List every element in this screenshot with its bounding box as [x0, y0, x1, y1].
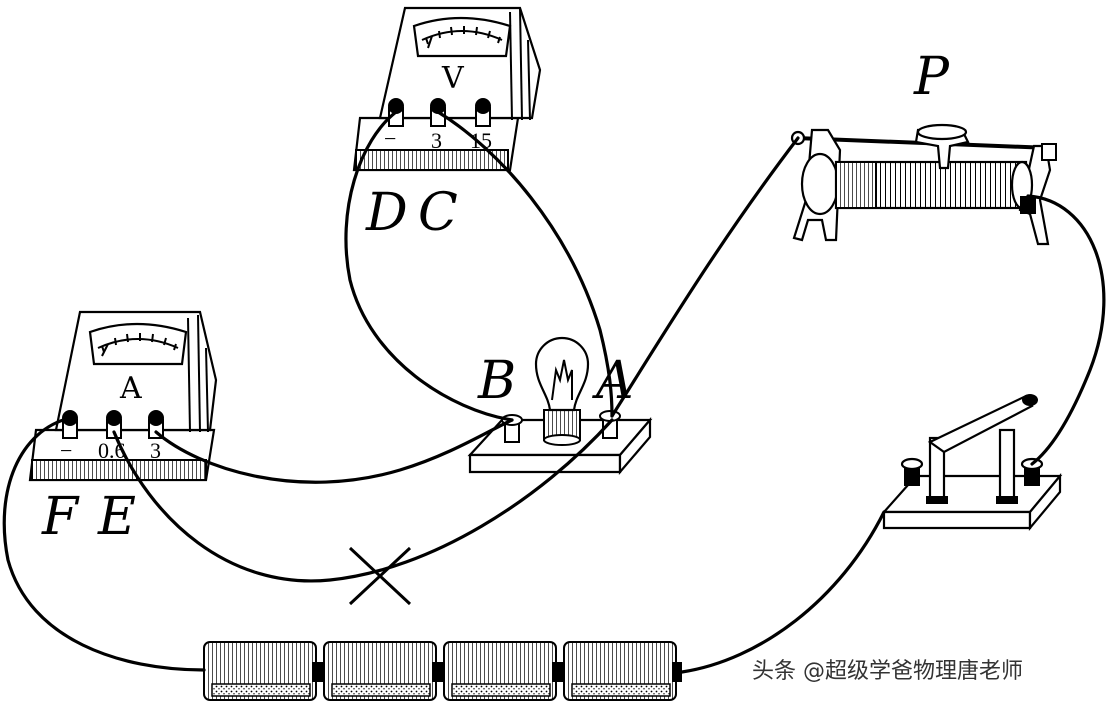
voltmeter-terminal-label-15: 15: [470, 128, 492, 153]
ammeter-0.6a-terminal[interactable]: [106, 410, 122, 439]
terminal-label-c: C: [418, 183, 458, 243]
voltmeter-15v-terminal[interactable]: [475, 98, 491, 127]
wire-a-to-rheostat: [610, 136, 800, 418]
wire-voltmeter-3-to-a: [436, 110, 614, 418]
voltmeter-symbol: V: [441, 61, 465, 96]
cross-mark-icon: [348, 546, 412, 606]
voltmeter-negative-terminal[interactable]: [388, 98, 404, 127]
lamp-holder: [467, 336, 653, 475]
switch-handle-icon[interactable]: [1022, 394, 1038, 406]
voltmeter: V − 3 15: [352, 6, 542, 172]
terminal-label-b: B: [477, 351, 516, 411]
ammeter-negative-terminal[interactable]: [62, 410, 78, 439]
wire-battery-to-ammeter-neg: [2, 416, 206, 672]
ammeter-terminal-label-neg: −: [60, 438, 72, 463]
battery-cell-2: [323, 641, 444, 701]
battery-cell-4: [563, 641, 682, 701]
wire-voltmeter-neg-to-b: [344, 110, 514, 422]
wire-ammeter-06-to-a-crossed: [112, 418, 614, 583]
rheostat-label: P: [913, 47, 950, 107]
voltmeter-terminal-label-neg: −: [384, 126, 396, 151]
battery-pack: [203, 641, 682, 701]
terminal-label-e: E: [97, 487, 136, 547]
switch-left-terminal[interactable]: [900, 457, 924, 486]
wire-switch-to-battery: [680, 510, 886, 674]
terminal-label-f: F: [41, 487, 80, 547]
ammeter-symbol: A: [119, 371, 142, 406]
voltmeter-terminal-label-3: 3: [431, 128, 442, 153]
battery-cell-1: [203, 641, 324, 701]
rheostat-top-terminal[interactable]: [1041, 143, 1057, 161]
wires: [2, 110, 1106, 674]
terminal-label-d: D: [365, 183, 408, 243]
light-bulb-icon: [534, 336, 590, 412]
rheostat-bottom-terminal[interactable]: [1020, 196, 1036, 214]
terminal-label-a: A: [592, 351, 634, 411]
wire-ammeter-06-to-b: [154, 418, 514, 484]
lamp-socket: [543, 409, 581, 446]
ammeter: A − 0.6 3: [28, 310, 218, 482]
watermark-text: 头条 @超级学爸物理唐老师: [752, 659, 1023, 684]
rheostat: P: [790, 47, 1057, 246]
rheostat-slider[interactable]: [914, 123, 970, 170]
battery-cell-3: [443, 641, 564, 701]
wire-rheostat-to-switch: [1026, 194, 1106, 466]
knife-switch[interactable]: [881, 394, 1063, 532]
ammeter-terminal-label-3: 3: [150, 438, 161, 463]
